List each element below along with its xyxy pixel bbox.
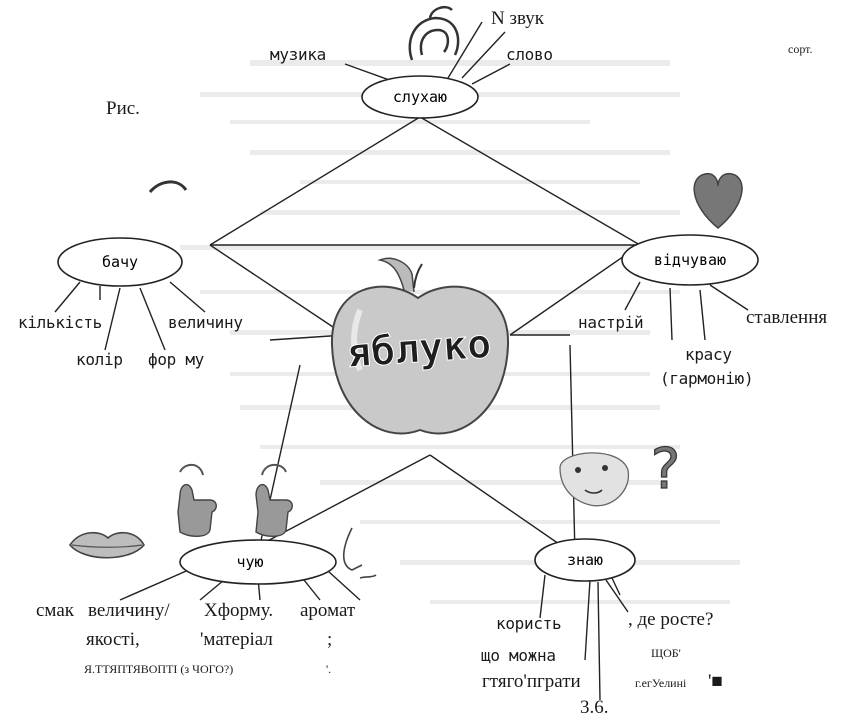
size-label-taste: величину/ bbox=[88, 600, 170, 621]
node-hear: слухаю bbox=[361, 75, 479, 119]
sound-label: N звук bbox=[491, 8, 545, 29]
green-label: г.егУелині bbox=[635, 676, 687, 690]
taste-label: смак bbox=[36, 600, 74, 621]
figure-prefix: Рис. bbox=[106, 98, 140, 119]
nose-icon bbox=[342, 527, 377, 579]
node-taste: чую bbox=[179, 539, 337, 585]
word-label: слово bbox=[506, 45, 553, 64]
thinking-face-icon bbox=[559, 452, 630, 507]
color-label: колір bbox=[76, 350, 123, 369]
node-know-label: знаю bbox=[567, 551, 603, 569]
quality-label: якості, bbox=[86, 629, 140, 650]
form-label: Хформу. bbox=[204, 600, 274, 621]
question-mark: ? bbox=[648, 437, 682, 502]
benefit-label: користь bbox=[496, 614, 562, 633]
apple-icon bbox=[330, 257, 510, 435]
aroma-label: аромат bbox=[300, 600, 356, 621]
mark-label: '■ bbox=[708, 671, 723, 692]
music-label: музика bbox=[270, 45, 326, 64]
from-what-label: Я.ТТЯПТЯВОПТІ (з ЧОГО?) bbox=[84, 662, 234, 676]
node-see: бачу bbox=[57, 237, 183, 287]
semicolon-label: ; bbox=[327, 629, 333, 650]
node-taste-label: чую bbox=[236, 553, 263, 571]
lips-icon bbox=[69, 531, 145, 559]
play-label: гтяго'пграти bbox=[482, 671, 581, 692]
thumbs-up-icon bbox=[177, 463, 293, 537]
material-label: 'матеріал bbox=[200, 629, 273, 650]
shape-label: фор му bbox=[148, 350, 204, 369]
beauty-label: красу bbox=[685, 345, 732, 364]
figure-number: 3.6. bbox=[580, 697, 609, 718]
eye-icon bbox=[148, 180, 188, 194]
mood-label: настрій bbox=[578, 313, 644, 332]
node-hear-label: слухаю bbox=[393, 88, 447, 106]
sort-label: сорт. bbox=[788, 42, 813, 56]
node-see-label: бачу bbox=[102, 253, 138, 271]
size-label-see: величину bbox=[168, 313, 243, 332]
node-know: знаю bbox=[534, 538, 636, 582]
node-feel: відчуваю bbox=[621, 234, 759, 286]
quantity-label: кількість bbox=[18, 313, 102, 332]
heart-icon bbox=[693, 172, 743, 229]
why-label: ЩОБ' bbox=[651, 646, 681, 660]
apostrophe-mark: '. bbox=[326, 662, 332, 676]
node-feel-label: відчуваю bbox=[654, 251, 726, 269]
center-label: яблуко bbox=[345, 321, 492, 377]
can-label: що можна bbox=[481, 646, 556, 665]
where-label: , де росте? bbox=[628, 609, 714, 630]
ear-icon bbox=[408, 6, 460, 61]
attitude-label: ставлення bbox=[746, 307, 828, 328]
harmony-label: (гармонію) bbox=[660, 369, 754, 388]
